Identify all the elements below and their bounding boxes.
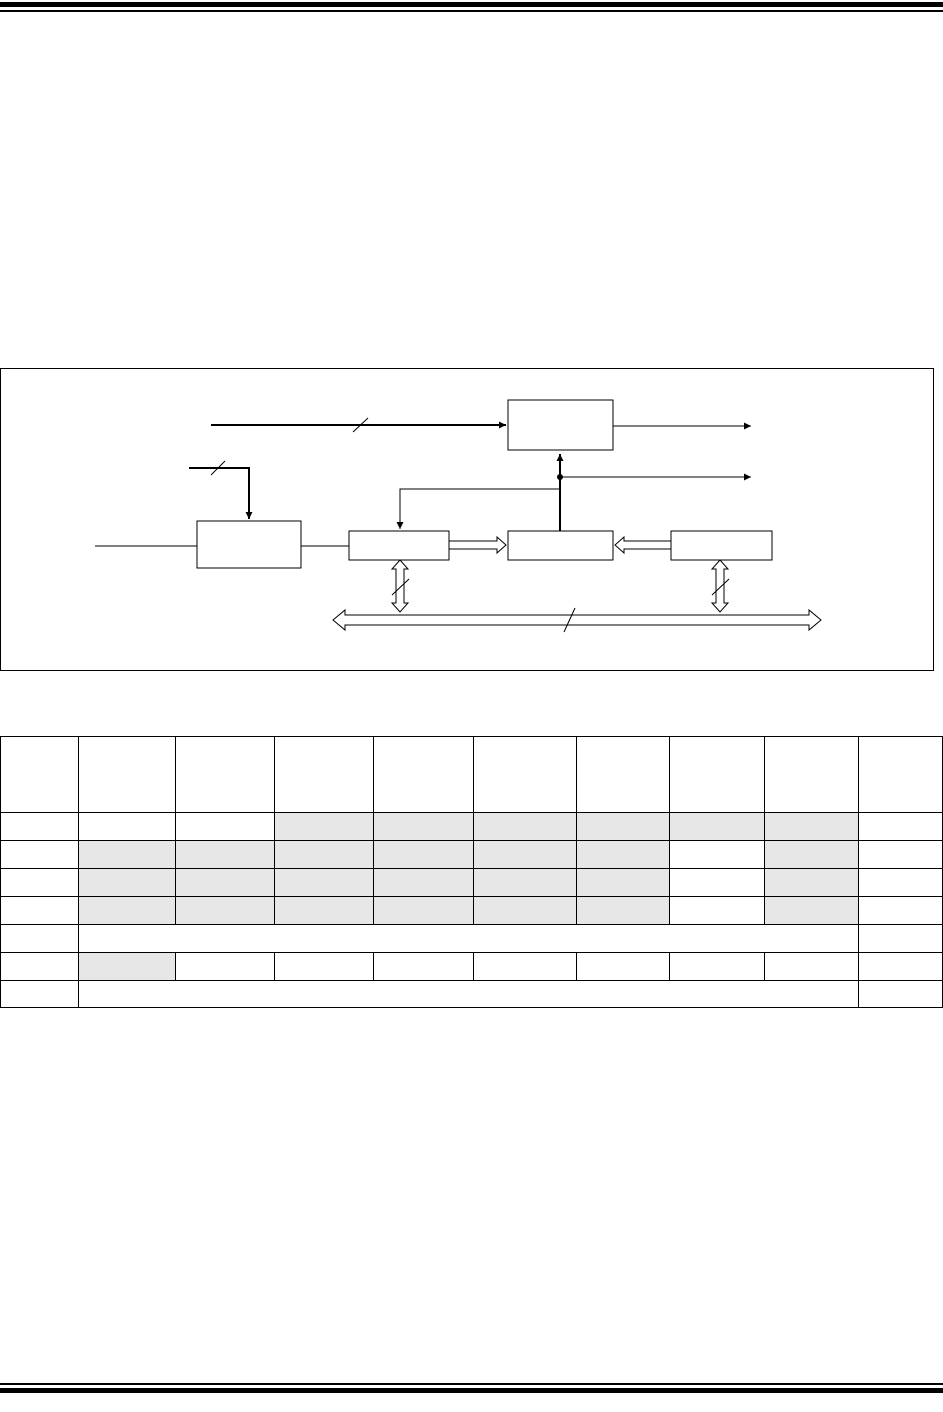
table-cell <box>858 812 943 841</box>
table-cell <box>175 868 275 897</box>
table-cell <box>78 896 176 925</box>
table-cell <box>0 736 79 813</box>
table-cell <box>0 980 79 1008</box>
table-cell <box>764 952 859 981</box>
table-row <box>0 924 943 953</box>
table-cell <box>175 736 275 813</box>
table-cell <box>858 980 943 1008</box>
left-register-bus-slash <box>391 578 410 596</box>
output-block <box>507 399 614 451</box>
center-logic-block <box>507 530 614 561</box>
table-cell <box>473 736 577 813</box>
table-cell <box>274 952 374 981</box>
table-cell <box>576 896 670 925</box>
table-cell <box>473 868 577 897</box>
left-register-bus-arrow <box>390 559 410 613</box>
table-row <box>0 736 943 813</box>
table-cell <box>669 868 765 897</box>
right-register-bus-slash <box>711 578 730 596</box>
table-cell <box>764 868 859 897</box>
table-cell <box>576 952 670 981</box>
table-cell <box>78 736 176 813</box>
right-register-bus-arrow <box>710 559 730 613</box>
table-cell <box>373 840 474 869</box>
table-cell <box>373 868 474 897</box>
table-cell <box>0 812 79 841</box>
table-cell <box>78 868 176 897</box>
table-cell <box>669 812 765 841</box>
table-row <box>0 812 943 841</box>
table-cell <box>0 896 79 925</box>
table-cell <box>473 840 577 869</box>
bottom-thin-rule <box>0 1383 943 1385</box>
table-cell <box>175 952 275 981</box>
table-row <box>0 896 943 925</box>
table-cell <box>78 952 176 981</box>
table-cell <box>175 840 275 869</box>
table-cell <box>78 840 176 869</box>
table-cell <box>175 896 275 925</box>
left-to-center-hollow-arrow <box>448 535 507 555</box>
table-cell <box>764 896 859 925</box>
table-cell <box>576 812 670 841</box>
top-thin-rule <box>0 10 943 12</box>
control-input-line <box>189 467 253 519</box>
table-cell <box>473 952 577 981</box>
table-cell <box>576 840 670 869</box>
data-bus-arrow <box>332 608 822 632</box>
table-cell <box>0 952 79 981</box>
table-row <box>0 868 943 897</box>
control-input-width-slash <box>210 460 226 476</box>
table-cell <box>78 980 859 1008</box>
bottom-thick-rule <box>0 1388 943 1393</box>
table-cell <box>0 868 79 897</box>
block-diagram <box>95 399 822 633</box>
table-cell <box>858 736 943 813</box>
table-cell <box>764 812 859 841</box>
table-cell <box>274 736 374 813</box>
table-cell <box>669 736 765 813</box>
input-stage-block <box>196 520 302 569</box>
table-cell <box>764 840 859 869</box>
right-to-center-hollow-arrow <box>614 535 672 555</box>
table-cell <box>175 812 275 841</box>
top-thick-rule <box>0 2 943 7</box>
junction-dot <box>557 474 563 480</box>
table-cell <box>858 868 943 897</box>
table-cell <box>274 868 374 897</box>
table-cell <box>576 736 670 813</box>
table-cell <box>373 812 474 841</box>
table-cell <box>669 952 765 981</box>
table-row <box>0 952 943 981</box>
table-cell <box>0 840 79 869</box>
table-cell <box>858 840 943 869</box>
table-cell <box>669 896 765 925</box>
table-cell <box>764 736 859 813</box>
table-cell <box>78 812 176 841</box>
table-cell <box>858 924 943 953</box>
table-cell <box>373 736 474 813</box>
table-cell <box>669 840 765 869</box>
table-row <box>0 840 943 869</box>
table-cell <box>473 812 577 841</box>
table-row <box>0 980 943 1008</box>
block-diagram-figure <box>0 368 934 671</box>
data-bus-width-slash <box>563 607 576 633</box>
table-cell <box>274 840 374 869</box>
table-cell <box>0 924 79 953</box>
table-cell <box>473 896 577 925</box>
left-register-block <box>348 530 450 561</box>
table-cell <box>858 896 943 925</box>
table-cell <box>858 952 943 981</box>
table-cell <box>78 924 859 953</box>
register-table <box>0 736 943 1008</box>
table-cell <box>274 812 374 841</box>
table-cell <box>274 896 374 925</box>
feedback-line <box>396 488 560 529</box>
table-cell <box>373 952 474 981</box>
table-cell <box>576 868 670 897</box>
table-cell <box>373 896 474 925</box>
right-register-block <box>670 530 773 561</box>
top-bus-width-slash <box>352 417 369 433</box>
